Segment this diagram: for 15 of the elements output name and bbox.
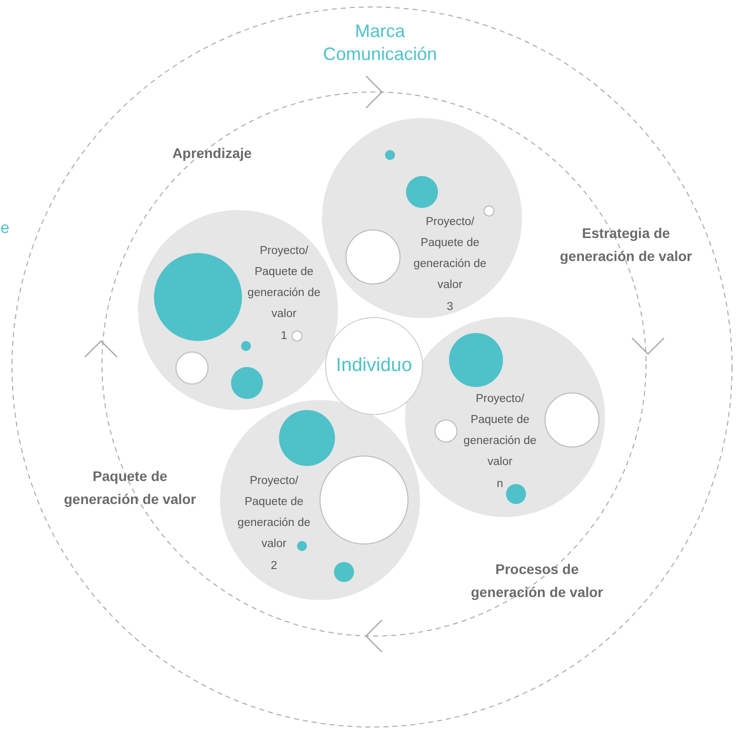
project-number: 3 <box>446 300 454 315</box>
project-label: Proyecto/ Paquete de generación de valor <box>412 215 488 293</box>
ring-label: Aprendizaje <box>171 144 253 163</box>
project-label: Proyecto/ Paquete de generación de valor <box>246 244 322 322</box>
project-number: n <box>496 477 504 492</box>
project-number: 1 <box>280 329 288 344</box>
project-label: Proyecto/ Paquete de generación de valor <box>236 474 312 552</box>
ring-label: Estrategia de generación de valor <box>558 224 694 266</box>
ring-subtitle: Comunicación <box>322 43 438 65</box>
ring-label: Paquete de generación de valor <box>62 467 198 509</box>
clipped-label: e <box>0 219 10 239</box>
ring-label: Procesos de generación de valor <box>470 560 604 602</box>
center-label: Individuo <box>334 354 414 378</box>
project-number: 2 <box>270 559 278 574</box>
ring-title: Marca <box>354 20 406 42</box>
